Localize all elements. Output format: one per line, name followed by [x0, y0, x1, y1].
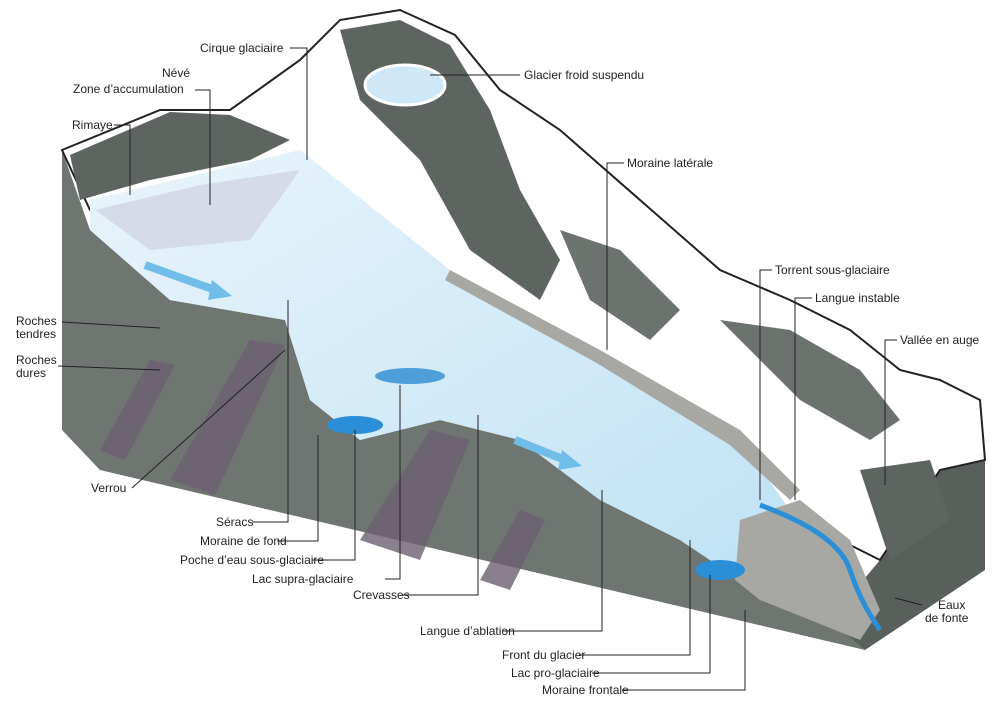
label-zone-accumulation: Zone d’accumulation [73, 82, 184, 96]
ice-flow-arrowhead [558, 450, 582, 470]
label-moraine-frontale: Moraine frontale [542, 683, 629, 697]
subglacial-water-pocket [327, 416, 383, 434]
ice-flow-arrow [143, 261, 217, 294]
label-langue-ablation: Langue d’ablation [420, 624, 515, 638]
hard-rock-band [360, 430, 470, 560]
label-torrent: Torrent sous-glaciaire [775, 263, 890, 277]
label-front-glacier: Front du glacier [502, 648, 586, 662]
hard-rock-band [100, 360, 175, 460]
label-rimaye: Rimaye [72, 118, 113, 132]
label-roches-dures-1: Roches [16, 353, 57, 367]
label-seracs: Séracs [216, 515, 254, 529]
mountain-rock [720, 320, 900, 440]
mountain-rock [560, 230, 680, 340]
label-langue-instable: Langue instable [815, 291, 900, 305]
label-moraine-de-fond: Moraine de fond [200, 534, 287, 548]
hard-rock-band [480, 510, 545, 590]
leader-lines [57, 47, 923, 691]
label-glacier-froid: Glacier froid suspendu [524, 68, 645, 82]
label-cirque-glaciaire: Cirque glaciaire [200, 41, 284, 55]
label-roches-tendres-1: Roches [16, 314, 57, 328]
meltwater-stream [759, 502, 883, 632]
label-moraine-laterale: Moraine latérale [627, 156, 714, 170]
label-lac-supra: Lac supra-glaciaire [252, 572, 354, 586]
label-neve: Névé [162, 66, 191, 80]
label-eaux-2: de fonte [925, 611, 969, 625]
label-roches-tendres-2: tendres [16, 327, 57, 341]
label-vallee-en-auge: Vallée en auge [900, 333, 980, 347]
hanging-glacier [363, 63, 447, 107]
glacier-ice [90, 150, 790, 580]
label-crevasses: Crevasses [353, 588, 410, 602]
mountain-rock [860, 460, 950, 560]
accumulation-zone [95, 170, 300, 250]
label-eaux-1: Eaux [938, 598, 966, 612]
proglacial-lake [695, 560, 745, 580]
ice-flow-arrow [513, 436, 567, 464]
hard-rock-band [170, 340, 285, 495]
label-verrou: Verrou [91, 481, 127, 495]
label-lac-pro: Lac pro-glaciaire [511, 666, 600, 680]
frontal-moraine [735, 500, 880, 640]
ice-flow-arrowhead [208, 280, 232, 300]
supraglacial-lake [375, 368, 445, 384]
label-roches-dures-2: dures [16, 366, 47, 380]
label-poche-eau: Poche d’eau sous-glaciaire [180, 553, 325, 567]
mountain-rock [70, 112, 290, 200]
lateral-moraine [445, 270, 800, 500]
